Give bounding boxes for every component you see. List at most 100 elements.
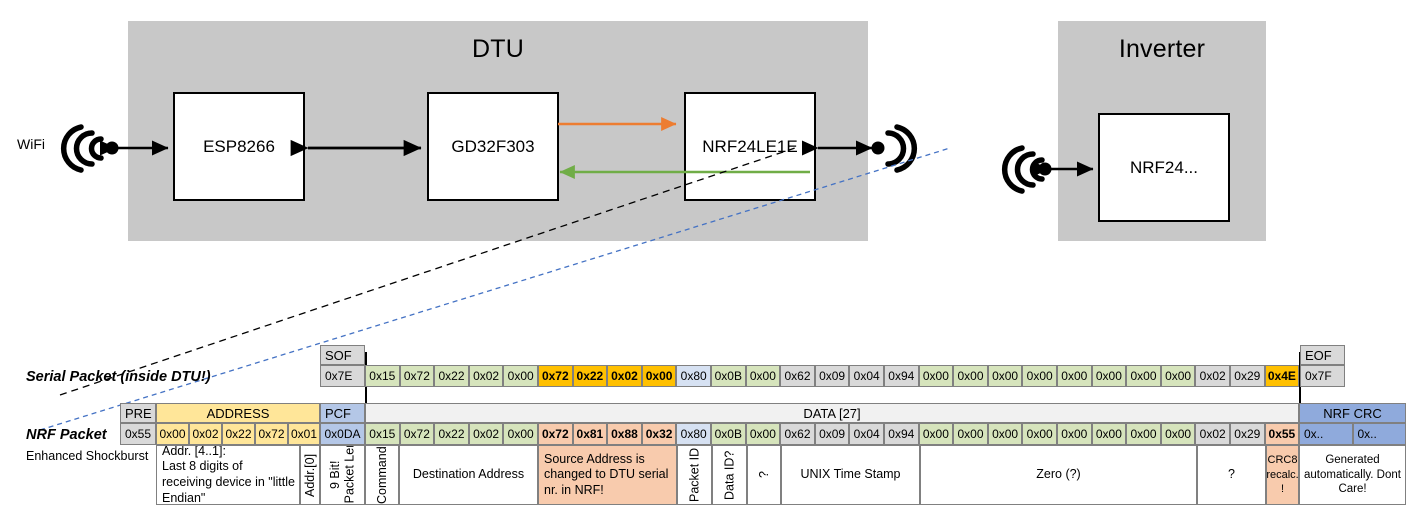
serial-byte-4: 0x00 (503, 365, 538, 387)
nrf-pcf-header: PCF (320, 403, 365, 423)
nrf-packet-label: NRF Packet (26, 427, 107, 443)
nrf-byte-16: 0x00 (918, 423, 954, 445)
nrf-address-byte-1: 0x02 (189, 423, 222, 445)
serial-byte-14: 0x04 (849, 365, 884, 387)
tick-right (1299, 352, 1301, 422)
serial-byte-8: 0x00 (641, 365, 677, 387)
serial-byte-13: 0x09 (814, 365, 850, 387)
nrf-address-byte-2: 0x22 (222, 423, 255, 445)
nrf-byte-8: 0x32 (641, 423, 677, 445)
nrf-byte-18: 0x00 (987, 423, 1023, 445)
serial-byte-17: 0x00 (953, 365, 988, 387)
dtu-title: DTU (472, 35, 524, 63)
nrf-crc-byte-0: 0x.. (1299, 423, 1353, 445)
serial-byte-21: 0x00 (1091, 365, 1127, 387)
desc-addr0: Addr.[0] (300, 445, 320, 505)
nrf-byte-21: 0x00 (1091, 423, 1127, 445)
nrf-address-byte-0: 0x00 (156, 423, 189, 445)
nrf-address-byte-4: 0x01 (288, 423, 320, 445)
desc-packet-id: Packet ID (677, 445, 712, 505)
nrf-byte-19: 0x00 (1022, 423, 1057, 445)
inverter-title: Inverter (1118, 35, 1206, 63)
nrf-byte-6: 0x81 (572, 423, 608, 445)
desc-command: Command (365, 445, 399, 505)
nrf-byte-2: 0x22 (434, 423, 469, 445)
desc-packet-length: 9 Bit!Inc. Packet Length (320, 445, 365, 505)
serial-byte-10: 0x0B (711, 365, 746, 387)
desc-data-id: Data ID? (712, 445, 747, 505)
nrf-byte-20: 0x00 (1057, 423, 1092, 445)
serial-byte-2: 0x22 (434, 365, 469, 387)
serial-byte-18: 0x00 (987, 365, 1023, 387)
serial-byte-20: 0x00 (1057, 365, 1092, 387)
serial-byte-11: 0x00 (745, 365, 781, 387)
serial-sof-value: 0x7E (320, 365, 365, 387)
serial-byte-1: 0x72 (399, 365, 435, 387)
serial-byte-23: 0x00 (1160, 365, 1196, 387)
nrf-byte-24: 0x02 (1195, 423, 1230, 445)
serial-eof-header: EOF (1300, 345, 1345, 365)
desc-crc-note: Generated automatically. Dont Care! (1299, 445, 1406, 505)
nrf-pre-value: 0x55 (120, 423, 156, 445)
serial-byte-0: 0x15 (365, 365, 400, 387)
serial-byte-16: 0x00 (918, 365, 954, 387)
serial-byte-24: 0x02 (1195, 365, 1230, 387)
nrf-address-header: ADDRESS (156, 403, 320, 423)
nrf-crc-header: NRF CRC (1299, 403, 1406, 423)
chip-nrf24-inverter: NRF24... (1098, 113, 1230, 222)
desc-destination-address: Destination Address (399, 445, 538, 505)
nrf-pcf-value: 0x0DA (320, 423, 365, 445)
nrf-address-byte-3: 0x72 (255, 423, 288, 445)
nrf-byte-4: 0x00 (503, 423, 538, 445)
nrf-byte-11: 0x00 (745, 423, 781, 445)
nrf-byte-0: 0x15 (365, 423, 400, 445)
nrf-byte-1: 0x72 (399, 423, 435, 445)
rf-antenna-dtu-icon (885, 124, 918, 173)
serial-byte-12: 0x62 (780, 365, 815, 387)
serial-byte-6: 0x22 (572, 365, 608, 387)
desc-unknown-2: ? (1197, 445, 1266, 505)
tick-left (365, 352, 367, 422)
nrf-byte-26: 0x55 (1264, 423, 1300, 445)
nrf-byte-17: 0x00 (953, 423, 988, 445)
nrf-byte-3: 0x02 (468, 423, 504, 445)
serial-packet-label: Serial Packet (inside DTU!) (26, 369, 211, 385)
nrf-byte-5: 0x72 (538, 423, 573, 445)
serial-byte-25: 0x29 (1230, 365, 1265, 387)
serial-eof-value: 0x7F (1300, 365, 1345, 387)
nrf-byte-10: 0x0B (711, 423, 746, 445)
nrf-pre-header: PRE (120, 403, 156, 423)
nrf-byte-12: 0x62 (780, 423, 815, 445)
nrf-byte-14: 0x04 (849, 423, 884, 445)
rf-antenna-inverter-icon (1001, 145, 1045, 194)
serial-byte-3: 0x02 (468, 365, 504, 387)
desc-zero: Zero (?) (920, 445, 1197, 505)
serial-byte-26: 0x4E (1264, 365, 1300, 387)
nrf-crc-byte-1: 0x.. (1352, 423, 1406, 445)
chip-esp8266: ESP8266 (173, 92, 305, 201)
serial-byte-9: 0x80 (676, 365, 711, 387)
nrf-byte-9: 0x80 (676, 423, 711, 445)
nrf-data-header: DATA [27] (365, 403, 1299, 423)
wifi-antenna-icon (60, 124, 104, 173)
wifi-label: WiFi (17, 136, 45, 152)
nrf-byte-7: 0x88 (607, 423, 642, 445)
serial-byte-5: 0x72 (538, 365, 573, 387)
nrf-byte-23: 0x00 (1160, 423, 1196, 445)
desc-crc8: CRC8 recalc. ! (1266, 445, 1299, 505)
nrf-byte-15: 0x94 (884, 423, 919, 445)
desc-unknown-1: ? (747, 445, 781, 505)
chip-nrf24le1e: NRF24LE1E (684, 92, 816, 201)
chip-gd32f303: GD32F303 (427, 92, 559, 201)
desc-address-note: Addr. [4..1]:Last 8 digits of receiving … (156, 445, 300, 505)
nrf-byte-22: 0x00 (1126, 423, 1161, 445)
serial-byte-15: 0x94 (884, 365, 919, 387)
serial-sof-header: SOF (320, 345, 365, 365)
serial-byte-22: 0x00 (1126, 365, 1161, 387)
serial-byte-19: 0x00 (1022, 365, 1057, 387)
desc-unix-time-stamp: UNIX Time Stamp (781, 445, 920, 505)
desc-source-address-note: Source Address is changed to DTU serial … (538, 445, 677, 505)
serial-byte-7: 0x02 (607, 365, 642, 387)
enhanced-shockburst-label: Enhanced Shockburst (26, 449, 149, 463)
